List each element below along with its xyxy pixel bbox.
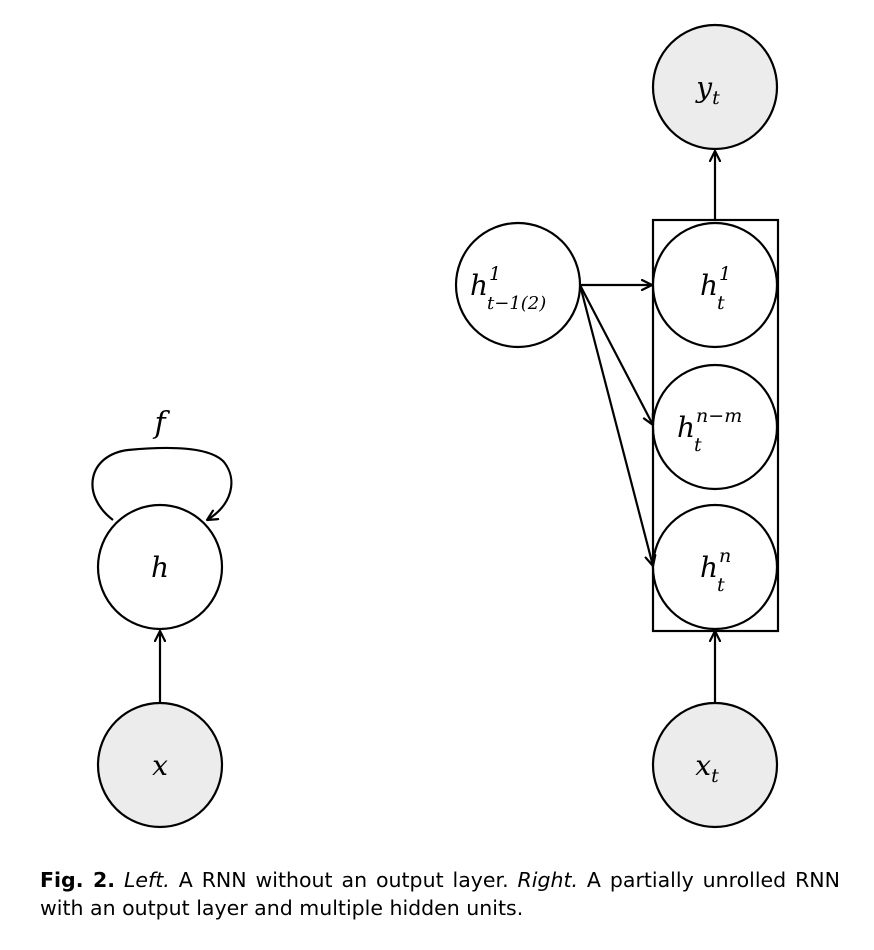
figure-caption: Fig. 2. Left. A RNN without an output la… [40,866,840,922]
hidden-label: h [151,551,169,584]
input-node [96,701,224,829]
right-rnn-diagram: yt h1 t hn−m t hn t h1 t−1(2) [454,23,780,829]
caption-left-label: Left. [124,868,170,892]
recurrence-loop-edge [91,446,233,520]
prev-to-hidden-n-edge [578,284,653,566]
rnn-diagram: f h x yt h1 t hn−m t [91,23,780,829]
hidden-unit-n-sub: t [717,574,725,596]
input-t-label: xt [695,749,719,787]
left-rnn-diagram: f h x [91,406,233,829]
previous-hidden-sub: t−1(2) [487,293,546,314]
previous-hidden-label: h1 [470,263,501,302]
hidden-unit-1 [651,221,779,349]
hidden-unit-n-minus-m [651,363,779,491]
caption-right-label: Right. [517,868,579,892]
prev-to-hidden-n-minus-m-edge [579,284,653,425]
hidden-unit-n-minus-m-sub: t [694,434,702,456]
hidden-unit-1-label: h1 [700,263,731,302]
input-node-t [651,701,779,829]
hidden-unit-n-minus-m-label: hn−m [677,405,742,444]
recurrence-label: f [152,406,170,441]
output-node [651,23,779,151]
caption-right-text: A partially unrolled RNN with an output … [40,868,840,920]
input-label: x [152,749,168,782]
output-label: yt [694,71,720,109]
hidden-node [96,503,224,631]
caption-fig-label: Fig. 2. [40,868,116,892]
hidden-unit-1-sub: t [717,292,725,314]
caption-left-text: A RNN without an output layer. [169,868,518,892]
hidden-unit-n-label: hn [700,545,731,584]
